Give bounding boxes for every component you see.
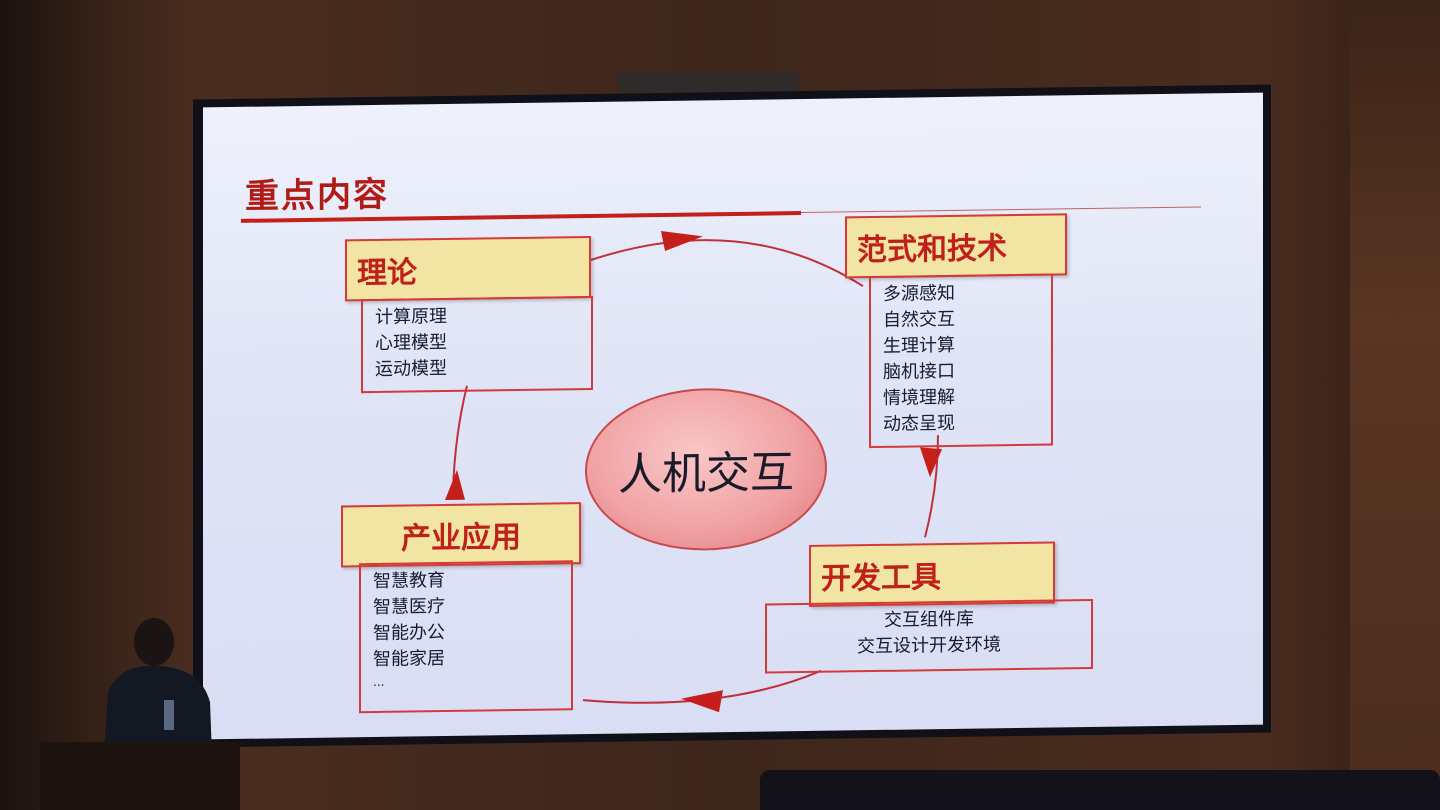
- list-item: 计算原理: [375, 305, 447, 328]
- list-item: 脑机接口: [883, 360, 955, 383]
- podium: [40, 742, 240, 810]
- arc-left: [452, 385, 468, 490]
- paradigm-box: 多源感知 自然交互 生理计算 脑机接口 情境理解 动态呈现: [869, 273, 1053, 449]
- projection-screen: 重点内容 理论 计算原理 心理模型 运动模型 范式和技术 多源感知 自然交互 生…: [203, 92, 1263, 740]
- arc-right: [924, 435, 939, 538]
- industry-box: 智慧教育 智慧医疗 智能办公 智能家居 ...: [359, 560, 573, 714]
- list-item: 交互设计开发环境: [857, 634, 1001, 658]
- list-item: 智慧医疗: [373, 596, 445, 619]
- list-item: 智慧教育: [373, 570, 445, 593]
- right-wall: [1350, 0, 1440, 810]
- tools-title: 开发工具: [821, 560, 941, 597]
- arrow-top: [661, 231, 703, 251]
- ceiling-light: [618, 72, 798, 92]
- paradigm-header: 范式和技术: [845, 213, 1067, 279]
- arc-top: [590, 239, 864, 288]
- center-label: 人机交互: [618, 447, 794, 501]
- arrow-left: [445, 469, 465, 501]
- cycle-diagram: [445, 231, 942, 713]
- theory-box: 计算原理 心理模型 运动模型: [361, 295, 593, 394]
- list-item: 运动模型: [375, 357, 447, 380]
- list-item: 情境理解: [883, 386, 955, 409]
- paradigm-title: 范式和技术: [857, 231, 1007, 269]
- industry-title: 产业应用: [401, 519, 521, 557]
- list-item: 自然交互: [883, 308, 955, 331]
- list-item: 智能办公: [373, 622, 445, 645]
- foreground-object: [760, 770, 1440, 810]
- arrow-bottom: [681, 690, 723, 713]
- list-item: 生理计算: [883, 334, 955, 357]
- list-item: 智能家居: [373, 648, 445, 671]
- list-item: 动态呈现: [883, 412, 955, 435]
- arrow-right: [920, 447, 942, 478]
- tools-header: 开发工具: [809, 541, 1055, 607]
- tools-box: 交互组件库 交互设计开发环境: [765, 598, 1093, 674]
- theory-header: 理论: [345, 235, 591, 302]
- industry-header: 产业应用: [341, 502, 581, 568]
- list-item: 心理模型: [375, 331, 447, 354]
- list-item: 多源感知: [883, 282, 955, 305]
- list-item: ...: [373, 674, 385, 690]
- theory-title: 理论: [357, 255, 417, 292]
